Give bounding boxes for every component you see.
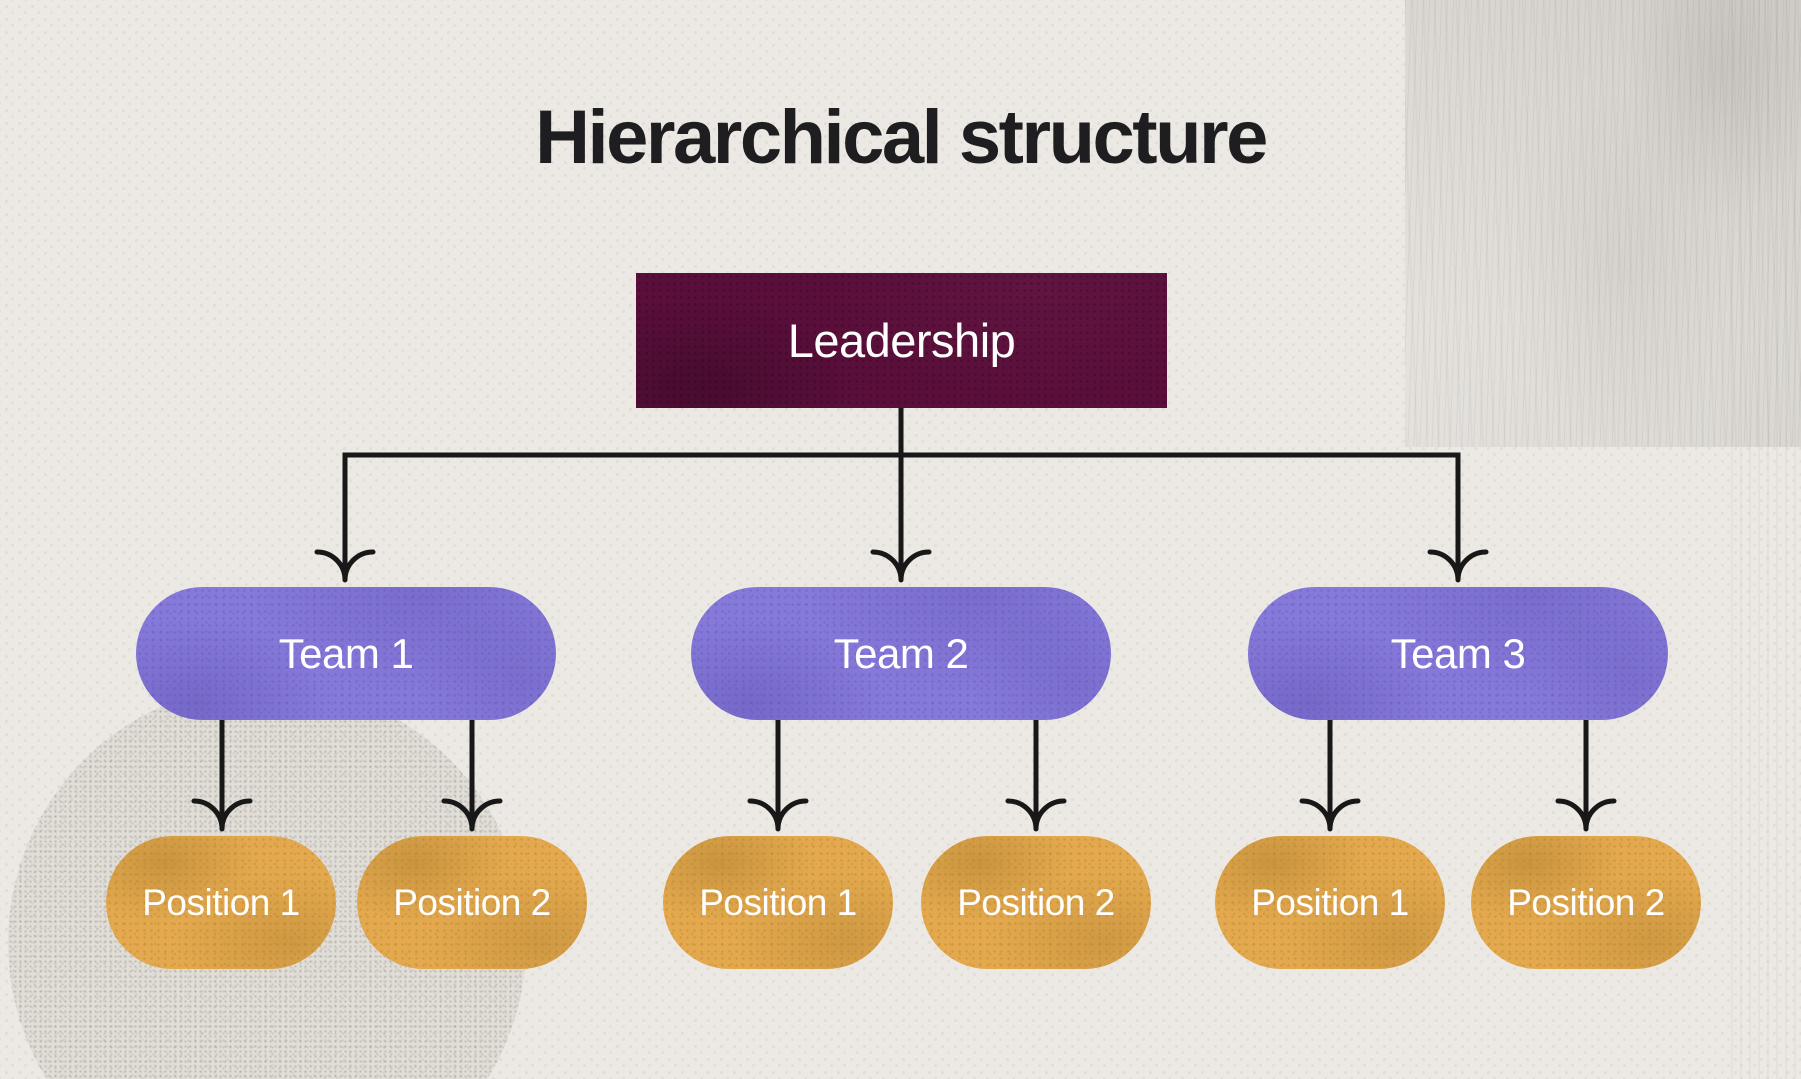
node-team3-position-1-label: Position 1 [1251, 881, 1409, 923]
node-leadership-label: Leadership [787, 314, 1016, 367]
node-team1-position-2: Position 2 [357, 836, 587, 969]
node-team1-position-1-label: Position 1 [142, 881, 300, 923]
node-team2-position-1: Position 1 [663, 836, 893, 969]
node-team1-position-1: Position 1 [106, 836, 336, 969]
arrowhead-team1-pos1 [191, 798, 253, 832]
node-team2-position-1-label: Position 1 [699, 881, 857, 923]
node-team3-position-1: Position 1 [1215, 836, 1445, 969]
paper-texture-patch [1405, 0, 1801, 447]
arrowhead-team-3 [1427, 549, 1489, 583]
node-team1-position-2-label: Position 2 [393, 881, 551, 923]
node-team-2: Team 2 [691, 587, 1111, 720]
page-title: Hierarchical structure [535, 95, 1268, 180]
node-leadership: Leadership [636, 273, 1167, 408]
connector-distribution-bar [342, 452, 1461, 580]
node-team-3: Team 3 [1248, 587, 1668, 720]
arrowhead-team3-pos1 [1299, 798, 1361, 832]
node-team-1: Team 1 [136, 587, 556, 720]
arrowhead-team1-pos2 [441, 798, 503, 832]
node-team-1-label: Team 1 [278, 629, 414, 677]
node-team3-position-2-label: Position 2 [1507, 881, 1665, 923]
arrowhead-team-1 [314, 549, 376, 583]
arrowhead-team2-pos1 [747, 798, 809, 832]
arrowhead-team3-pos2 [1555, 798, 1617, 832]
node-team-3-label: Team 3 [1390, 629, 1526, 677]
node-team2-position-2: Position 2 [921, 836, 1151, 969]
node-team3-position-2: Position 2 [1471, 836, 1701, 969]
node-team-2-label: Team 2 [833, 629, 969, 677]
paper-texture-strip [1731, 0, 1801, 1079]
node-team2-position-2-label: Position 2 [957, 881, 1115, 923]
arrowhead-team-2 [870, 549, 932, 583]
arrowhead-team2-pos2 [1005, 798, 1067, 832]
